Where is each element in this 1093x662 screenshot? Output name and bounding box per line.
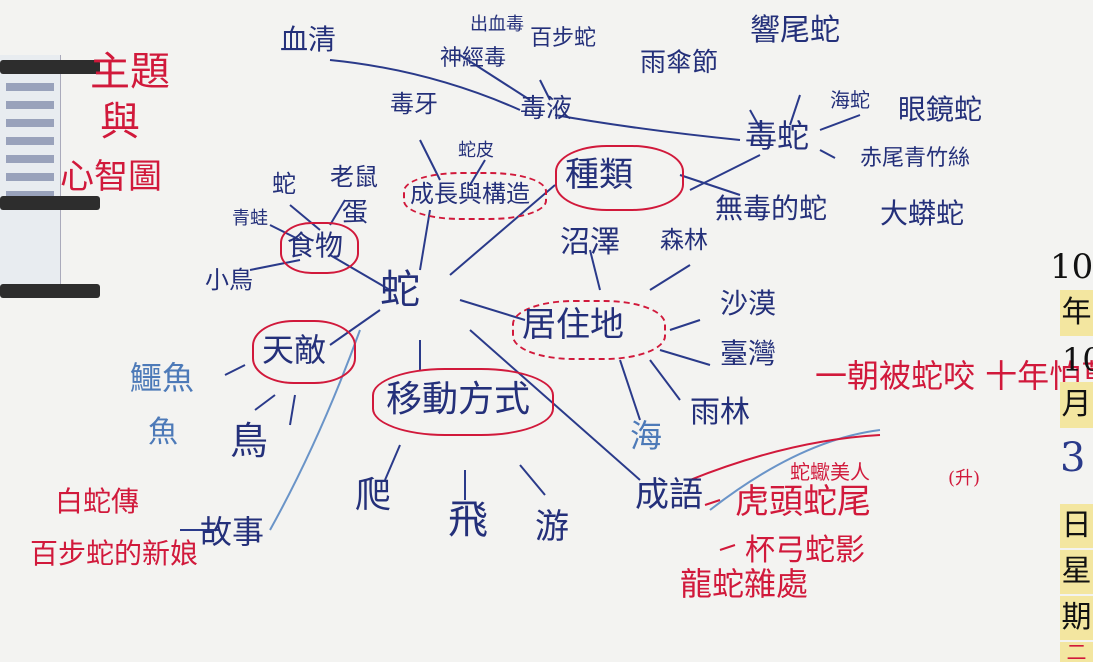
types-item: 毒蛇: [745, 117, 810, 155]
idiom-item: 一朝被蛇咬 十年怕草繩: [815, 357, 1093, 395]
calendar-day-label: 日: [1060, 504, 1093, 548]
ring-enemies: [252, 320, 356, 384]
calendar-week-label-2: 期: [1060, 596, 1093, 640]
growth-item: 血清: [280, 23, 337, 56]
ring-types: [555, 145, 684, 211]
story-item: 白蛇傳: [55, 485, 140, 518]
movement-item: 爬: [355, 475, 392, 516]
growth-item: 毒液: [520, 94, 573, 124]
types-item: 赤尾青竹絲: [860, 146, 971, 171]
ring-habitat: [512, 300, 666, 360]
magnet-strip: [0, 196, 100, 210]
food-item: 老鼠: [330, 163, 378, 191]
branch-food: 食物: [287, 229, 344, 262]
food-item: 蛇: [272, 170, 296, 198]
branch-enemies: 天敵: [262, 331, 327, 369]
story-item: 百步蛇的新娘: [30, 537, 199, 570]
calendar-weekday: 二: [1060, 642, 1093, 662]
branch-habitat: 居住地: [522, 305, 624, 345]
food-item: 青蛙: [232, 208, 268, 229]
growth-item: 毒牙: [390, 90, 438, 118]
habitat-item: 沙漠: [720, 287, 777, 320]
idiom-item: (升): [948, 468, 981, 489]
calendar-week-label-1: 星: [1060, 550, 1093, 594]
growth-item: 神經毒: [440, 46, 507, 71]
movement-item: 游: [535, 507, 569, 547]
movement-item: 飛: [448, 497, 488, 543]
pinned-paper: [0, 55, 61, 295]
enemies-item: 鳥: [230, 419, 269, 463]
types-item: 無毒的蛇: [715, 192, 828, 225]
ring-movement: [372, 368, 554, 436]
enemies-item: 鱷魚: [130, 359, 195, 397]
types-item: 海蛇: [830, 88, 870, 112]
title-line-3: 心智圖: [60, 157, 162, 197]
branch-growth: 成長與構造: [410, 180, 530, 208]
food-item: 蛋: [342, 198, 369, 228]
types-item: 大蟒蛇: [880, 197, 965, 230]
calendar-month: 10: [1062, 341, 1093, 379]
branch-idioms: 成語: [635, 475, 703, 515]
magnet-strip: [0, 284, 100, 298]
idiom-item: 杯弓蛇影: [745, 533, 865, 568]
growth-item: 百步蛇: [530, 26, 597, 51]
branch-movement: 移動方式: [386, 379, 531, 420]
habitat-item: 沼澤: [560, 225, 620, 260]
title-line-1: 主題: [90, 49, 170, 95]
types-item: 眼鏡蛇: [898, 93, 983, 126]
calendar-day: 3: [1060, 435, 1086, 481]
branch-types: 種類: [565, 155, 633, 195]
branch-stories: 故事: [200, 513, 265, 551]
center-topic: 蛇: [380, 267, 420, 313]
calendar-month-label: 月: [1060, 382, 1093, 428]
habitat-item: 森林: [660, 226, 708, 254]
calendar-year-label: 年: [1060, 290, 1093, 336]
idiom-item: 龍蛇雜處: [680, 565, 809, 603]
idiom-item: 蛇蠍美人: [790, 460, 870, 484]
growth-item: 蛇皮: [458, 140, 494, 161]
title-line-2: 與: [100, 99, 140, 145]
types-item: 雨傘節: [640, 48, 719, 78]
habitat-item: 海: [630, 417, 663, 455]
enemies-item: 魚: [148, 415, 178, 450]
ring-food: [280, 222, 359, 274]
idiom-item: 虎頭蛇尾: [735, 482, 871, 522]
types-item: 響尾蛇: [750, 13, 840, 48]
magnet-strip: [0, 60, 100, 74]
habitat-item: 雨林: [690, 395, 750, 430]
ring-growth: [403, 172, 547, 220]
food-item: 小鳥: [205, 266, 253, 294]
habitat-item: 臺灣: [720, 337, 777, 370]
calendar-year: 101: [1050, 247, 1093, 287]
growth-item: 出血毒: [470, 14, 524, 35]
